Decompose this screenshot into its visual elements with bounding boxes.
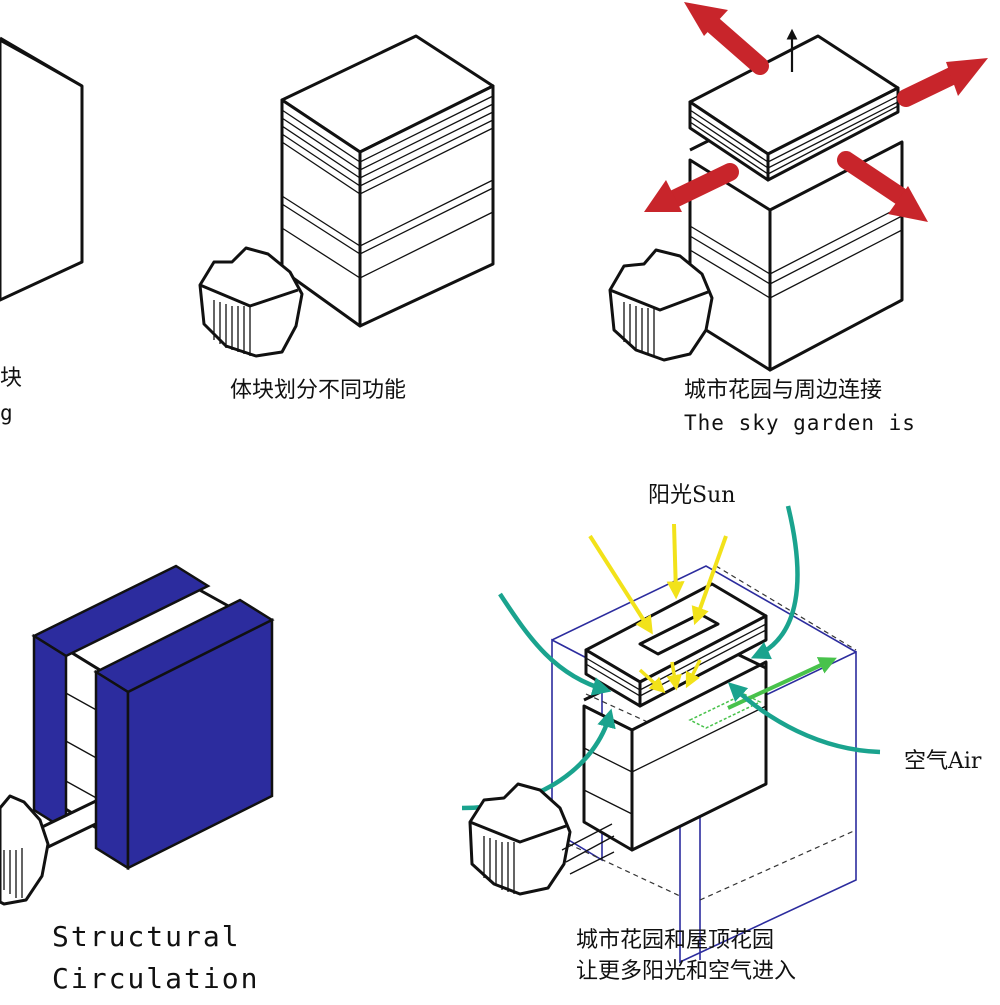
panel-4-low-building [0,794,50,906]
panel-3-low-building [608,248,714,362]
label-sun: 阳光Sun [648,483,735,508]
red-arrow-icon [684,2,769,75]
red-arrow-icon [644,163,739,212]
label-air: 空气Air [904,749,982,774]
panel-2-caption: 体块划分不同功能 [230,378,406,403]
panel-1-mass-block: 块 g [0,36,84,425]
panel-5-caption-line2: 让更多阳光和空气进入 [576,959,796,984]
panel-5-caption-line1: 城市花园和屋顶花园 [576,928,774,953]
panel-3-sky-garden: 城市花园与周边连接 The sky garden is [608,2,988,435]
panel-4-blue-wall-front [126,617,274,871]
sun-arrow-icon [588,523,728,694]
panel-2-function-block: 体块划分不同功能 [198,34,495,403]
panel-1-caption-en: g [0,401,14,425]
panel-3-caption-en: The sky garden is [684,411,916,435]
panel-1-caption-cn: 块 [0,366,22,391]
panel-2-floor-lines [281,95,494,279]
panel-5-low-building [468,782,572,896]
red-arrow-icon [837,151,928,222]
panel-4-caption-line2: Circulation [52,962,259,995]
panel-4-structure: Structural Circulation [0,564,275,995]
panel-3-caption-cn: 城市花园与周边连接 [684,378,882,403]
red-arrow-icon [897,58,988,107]
panel-2-low-building [198,246,304,358]
panel-4-caption-line1: Structural [52,920,241,953]
panel-5-sun-air: 阳光Sun 空气Air 城市花园和屋顶花园 让更多阳光和空气进入 [461,483,982,984]
